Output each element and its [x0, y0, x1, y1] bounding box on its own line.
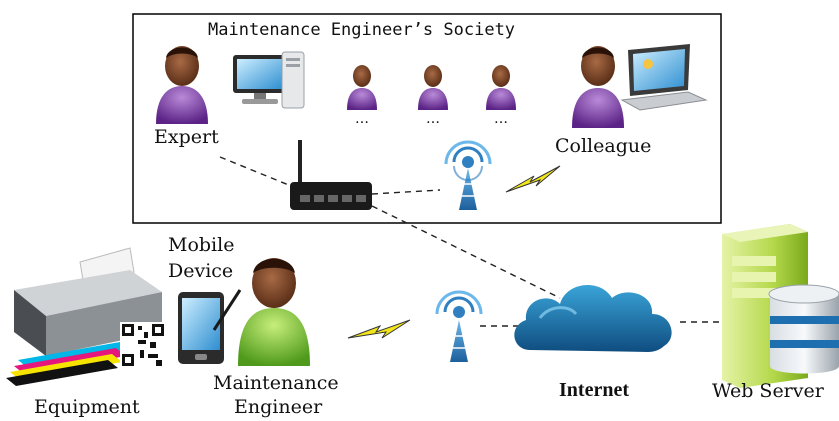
mobile-device-label-line2: Device: [168, 260, 234, 282]
desktop-computer-icon: [233, 51, 305, 109]
lightning-icon: [505, 165, 561, 193]
person-icon: [238, 258, 310, 366]
cloud-icon: [514, 285, 672, 352]
router-icon: [290, 140, 372, 210]
tower-icon: [435, 290, 483, 362]
person-icon: [486, 65, 516, 110]
database-icon: [768, 284, 839, 374]
lightning-icon: [347, 319, 411, 339]
laptop-icon: [620, 44, 708, 111]
ellipsis-1: …: [355, 111, 369, 127]
connection-lines: [219, 156, 722, 327]
ellipsis-2: …: [426, 111, 440, 127]
tower-icon: [444, 140, 492, 210]
equipment-label: Equipment: [34, 396, 140, 418]
printer-icon: [6, 247, 162, 386]
person-icon: [418, 65, 448, 110]
expert-label: Expert: [154, 126, 219, 148]
person-icon: [572, 46, 624, 128]
colleague-label: Colleague: [555, 135, 652, 157]
society-title: Maintenance Engineer’s Society: [208, 20, 516, 40]
ellipsis-3: …: [494, 111, 508, 127]
person-icon: [347, 65, 377, 110]
society-box: [132, 13, 722, 224]
mobile-device-label-line1: Mobile: [168, 234, 235, 256]
internet-label: Internet: [559, 379, 629, 401]
mobile-device-icon: [178, 289, 242, 364]
person-icon: [156, 46, 208, 124]
qr-code-icon: [120, 322, 166, 368]
engineer-label-line1: Maintenance: [213, 372, 339, 394]
web-server-label: Web Server: [712, 380, 824, 402]
engineer-label-line2: Engineer: [234, 396, 323, 418]
